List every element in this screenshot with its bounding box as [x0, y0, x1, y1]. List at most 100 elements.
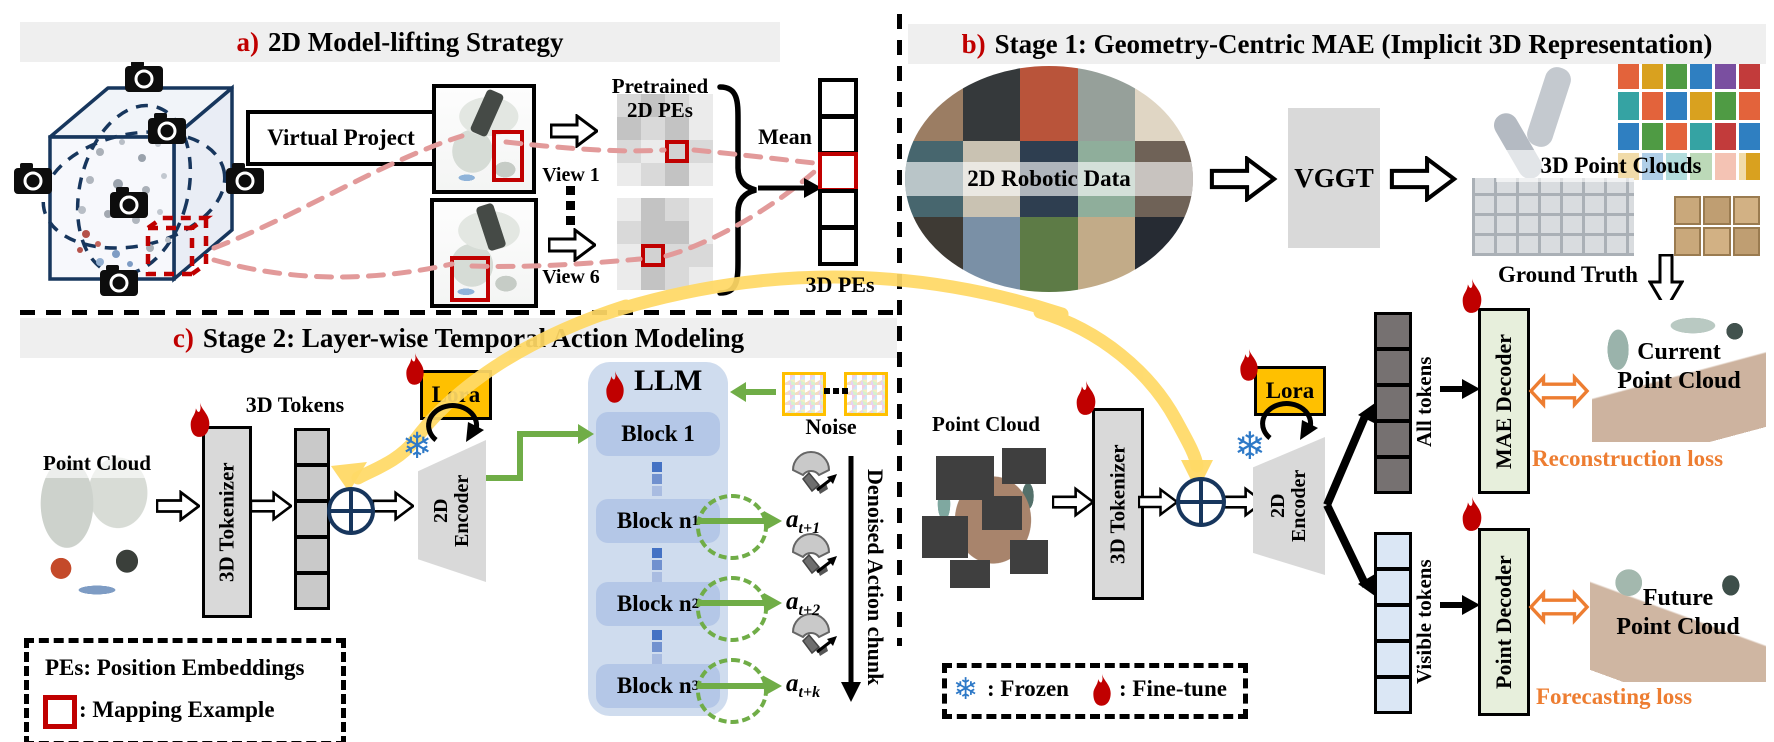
- pes: [818, 115, 858, 155]
- decor: [791, 532, 839, 578]
- decor: Block n: [616, 591, 692, 616]
- llm-label: LLM: [634, 364, 702, 398]
- decor: [1648, 254, 1684, 310]
- camera-icon: [100, 265, 138, 296]
- finetune-flame-icon: [1240, 348, 1258, 381]
- virtual-project-label: Virtual Project: [267, 125, 415, 150]
- layer-tap-circle: [696, 576, 768, 642]
- decor: [824, 388, 830, 394]
- pes: [818, 189, 858, 229]
- decor: a: [786, 670, 799, 697]
- legend-train: ❄ : Frozen : Fine-tune: [942, 663, 1248, 719]
- vggt-box: VGGT: [1288, 108, 1380, 248]
- mask: [1002, 448, 1046, 484]
- snowflake-icon: ❄: [402, 426, 432, 467]
- decor: [1323, 503, 1370, 588]
- decor: [1732, 196, 1760, 225]
- cell: [641, 221, 665, 244]
- decor: [566, 201, 575, 210]
- tile: [1020, 216, 1078, 292]
- tokl: [1374, 532, 1412, 570]
- finetune-flame-icon: [1462, 496, 1482, 531]
- panel-divider-horizontal: [20, 310, 897, 315]
- dotsep: [652, 572, 662, 582]
- pe-3d-column: [818, 78, 858, 278]
- tokl: [1374, 676, 1412, 714]
- panel-c-title: Stage 2: Layer-wise Temporal Action Mode…: [202, 322, 745, 353]
- denoised-chunk-label: Denoised Action chunk: [862, 450, 888, 704]
- decor: [127, 261, 133, 267]
- decor: View 1: [542, 164, 600, 186]
- panel-c-tag: c): [172, 322, 194, 353]
- decor: [1714, 62, 1736, 90]
- decor: [190, 402, 210, 437]
- tokd: [1374, 348, 1412, 386]
- panel-c-header: c) Stage 2: Layer-wise Temporal Action M…: [20, 318, 897, 358]
- cell: [641, 163, 665, 186]
- tokl: [1374, 604, 1412, 642]
- decor: Denoised Action chunk: [863, 468, 888, 686]
- future-point-cloud-image: Future Point Cloud: [1590, 544, 1766, 682]
- decor: ❄: [402, 426, 433, 467]
- decor: Forecasting loss: [1536, 684, 1693, 709]
- visible-tokens-column: [1374, 532, 1412, 714]
- robotic-data-label: 2D Robotic Data: [967, 166, 1131, 191]
- decor: LLM: [634, 364, 703, 397]
- decor: [1738, 122, 1760, 150]
- decor: [112, 250, 120, 258]
- cell: [665, 163, 689, 186]
- lora-loop-arrow: [426, 401, 1314, 442]
- mean-arrow: [758, 178, 822, 198]
- decor: Noise: [805, 414, 857, 439]
- decor: [841, 682, 861, 702]
- decor: [1714, 92, 1736, 120]
- panel-b-tag: b): [961, 28, 986, 59]
- mean-brace: [717, 84, 757, 296]
- lora-label-b: Lora: [1265, 378, 1315, 403]
- mask: [982, 496, 1022, 530]
- decor: [1462, 379, 1480, 399]
- forecasting-loss-label: Forecasting loss: [1536, 684, 1692, 710]
- decor: [351, 299, 633, 485]
- subtxt: 3: [691, 677, 700, 694]
- decor: [1462, 278, 1482, 313]
- decor: [1666, 62, 1688, 90]
- layer-tap-circle: [696, 658, 768, 724]
- cardboard-boxes: [1674, 196, 1760, 256]
- decor: : Frozen: [987, 676, 1069, 701]
- cell: [617, 140, 641, 163]
- current-point-cloud-label: Current Point Cloud: [1592, 338, 1766, 396]
- current-point-cloud-image: Current Point Cloud: [1592, 300, 1766, 442]
- decor: [466, 422, 484, 442]
- decor: [1674, 227, 1702, 256]
- decor: [138, 154, 146, 162]
- legend-pes: PEs: Position Embeddings : Mapping Examp…: [24, 638, 346, 742]
- llm-block-1: Block 1: [596, 412, 720, 456]
- mask: [950, 560, 990, 588]
- future-point-cloud-label: Future Point Cloud: [1590, 584, 1766, 642]
- point-cloud-image-c: Point Cloud: [22, 428, 172, 608]
- pe-3d-red-square: [818, 152, 858, 192]
- robotic-data-band: 2D Robotic Data: [905, 162, 1193, 196]
- lora-box-b: Lora: [1254, 366, 1326, 416]
- dotsep: [652, 642, 662, 652]
- decor: a: [786, 588, 799, 615]
- snowflake-icon: ❄: [1234, 424, 1266, 468]
- tokd: [1374, 384, 1412, 422]
- decor: [764, 676, 782, 696]
- mapping-example-box: [450, 256, 490, 302]
- cell: [641, 94, 665, 117]
- cell: [689, 94, 713, 117]
- add-pe-node-b: [1176, 477, 1226, 527]
- decor: [1642, 122, 1664, 150]
- tokl: [1374, 568, 1412, 606]
- decor: [406, 352, 424, 385]
- decor: [1358, 574, 1375, 596]
- decor: [161, 173, 167, 179]
- panel-a-title: 2D Model-lifting Strategy: [268, 26, 564, 57]
- finetune-label: : Fine-tune: [1119, 676, 1227, 702]
- dotsep: [652, 486, 662, 496]
- tokd: [1374, 456, 1412, 494]
- encoder-fork: [1323, 412, 1370, 588]
- view6-label: View 6: [538, 266, 604, 289]
